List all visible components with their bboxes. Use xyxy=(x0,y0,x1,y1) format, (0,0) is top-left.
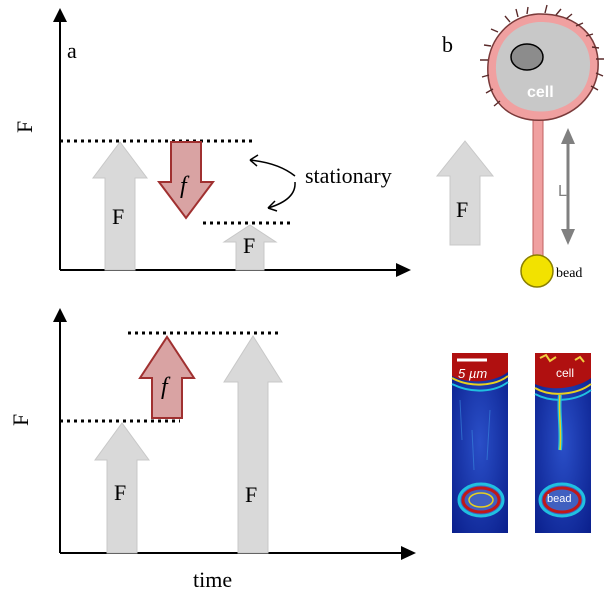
panel-a-label: a xyxy=(67,38,77,63)
stationary-pointer-upper xyxy=(249,159,296,177)
pulling-force-label: F xyxy=(456,197,468,222)
bead xyxy=(520,254,554,288)
bottom-right-force-arrow xyxy=(223,335,283,554)
micrograph-bead-label: bead xyxy=(547,493,571,505)
top-big-force-arrow xyxy=(92,141,148,271)
bottom-y-axis-label: F xyxy=(8,414,33,426)
pulling-force-arrow xyxy=(435,140,495,246)
bottom-plot: F time F f F xyxy=(8,308,416,592)
top-plot: a F F f F stationary xyxy=(12,8,411,277)
bottom-left-force-arrow xyxy=(94,422,150,554)
top-big-force-label: F xyxy=(112,204,124,229)
stationary-pointer-upper-head xyxy=(249,154,259,167)
bead-label: bead xyxy=(556,266,582,281)
top-y-axis-arrowhead xyxy=(53,8,67,22)
micrograph-pair: 5 µm cell bead xyxy=(451,353,592,533)
stationary-pointer-lower-head xyxy=(267,200,278,212)
membrane-tether xyxy=(532,107,544,269)
top-small-force-arrow xyxy=(222,224,278,271)
panel-b-label: b xyxy=(442,32,453,57)
nucleus xyxy=(510,43,544,71)
tether-length-indicator xyxy=(561,128,575,245)
micrograph-right: cell bead xyxy=(534,353,592,533)
scale-bar-label: 5 µm xyxy=(458,366,487,381)
cell-label: cell xyxy=(527,84,554,101)
cell-body xyxy=(495,21,591,112)
bottom-left-force-label: F xyxy=(114,480,126,505)
bottom-force-increase-label: f xyxy=(161,374,171,400)
cell-schematic: b F cell L bead xyxy=(435,4,604,288)
top-small-force-label: F xyxy=(243,233,255,258)
top-force-decrease-label: f xyxy=(180,173,190,199)
stationary-annotation: stationary xyxy=(305,163,392,188)
bottom-x-axis-label: time xyxy=(193,567,232,592)
membrane-ruffles xyxy=(480,4,604,107)
top-force-decrease-arrow xyxy=(157,141,215,220)
top-y-axis-label: F xyxy=(12,121,37,133)
top-x-axis-arrowhead xyxy=(396,263,411,277)
bottom-force-increase-arrow xyxy=(138,335,196,419)
length-label: L xyxy=(558,183,567,200)
bottom-y-axis-arrowhead xyxy=(53,308,67,322)
bottom-x-axis-arrowhead xyxy=(401,546,416,560)
stationary-pointer-lower xyxy=(267,181,296,209)
bottom-right-force-label: F xyxy=(245,482,257,507)
micrograph-left: 5 µm xyxy=(451,353,509,533)
micrograph-cell-label: cell xyxy=(556,366,574,380)
